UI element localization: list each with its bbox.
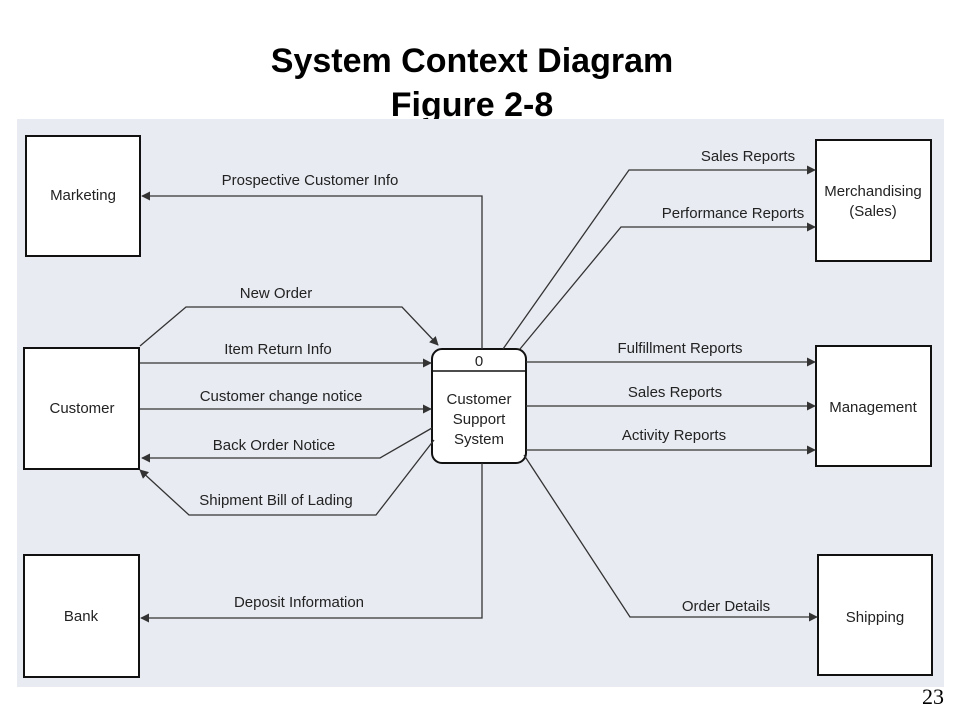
flow-line-order-details (523, 454, 818, 622)
flow-line-prospective-customer-info (141, 191, 483, 349)
slide-subtitle: Figure 2-8 (390, 86, 554, 124)
flow-line-new-order (139, 306, 439, 347)
entity-shipping: Shipping (817, 554, 933, 676)
flow-label-new-order: New Order (240, 285, 313, 302)
flow-label-prospective-customer-info: Prospective Customer Info (222, 172, 399, 189)
page-number: 23 (922, 684, 944, 709)
flow-line-sales-reports-merch (502, 165, 816, 350)
flow-label-fulfillment-reports: Fulfillment Reports (617, 340, 742, 357)
flow-label-deposit-information: Deposit Information (234, 594, 364, 611)
entity-bank-label: Bank (64, 608, 99, 625)
process-customer-support-system: 0 Customer Support System (431, 348, 527, 464)
entity-merchandising: Merchandising (Sales) (815, 139, 932, 262)
entity-customer: Customer (23, 347, 140, 470)
slide-title: System Context Diagram (270, 42, 674, 80)
flow-lines (139, 165, 818, 623)
flow-label-sales-reports-merch: Sales Reports (701, 148, 795, 165)
flow-line-back-order-notice (141, 427, 433, 463)
flow-label-item-return-info: Item Return Info (224, 341, 332, 358)
flow-label-customer-change-notice: Customer change notice (200, 388, 363, 405)
entity-management-label: Management (829, 399, 917, 416)
entity-marketing-label: Marketing (50, 187, 116, 204)
entity-marketing: Marketing (25, 135, 141, 257)
flow-label-performance-reports: Performance Reports (662, 205, 805, 222)
flow-line-shipment-bill-of-lading (139, 439, 435, 516)
process-name-line-3: System (454, 431, 504, 448)
flow-line-deposit-information (140, 463, 483, 623)
process-name-line-2: Support (453, 411, 506, 428)
process-number: 0 (475, 353, 483, 370)
flow-label-sales-reports-mgmt: Sales Reports (628, 384, 722, 401)
process-name-line-1: Customer (446, 391, 511, 408)
entity-shipping-label: Shipping (846, 609, 904, 626)
flow-label-order-details: Order Details (682, 598, 770, 615)
entity-management: Management (815, 345, 932, 467)
entity-merchandising-label-2: (Sales) (849, 203, 897, 220)
flow-label-shipment-bill-of-lading: Shipment Bill of Lading (199, 492, 352, 509)
flow-label-back-order-notice: Back Order Notice (213, 437, 336, 454)
flow-label-activity-reports: Activity Reports (622, 427, 726, 444)
entity-merchandising-label-1: Merchandising (824, 183, 922, 200)
entity-bank: Bank (23, 554, 140, 678)
entity-customer-label: Customer (49, 400, 114, 417)
flow-line-performance-reports (519, 222, 816, 350)
